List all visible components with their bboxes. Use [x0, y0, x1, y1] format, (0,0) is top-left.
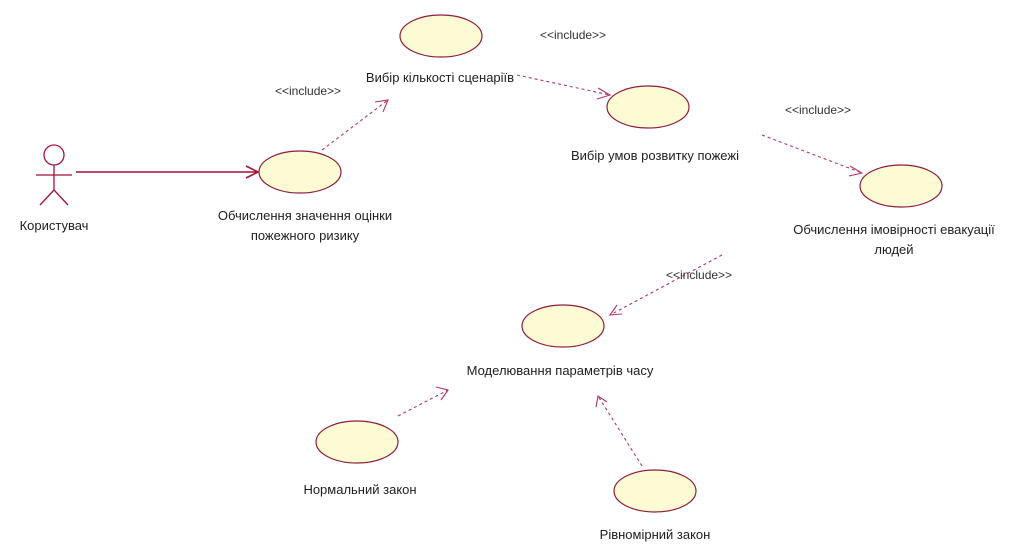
- generalization-normal-to-time: [397, 386, 449, 417]
- stereotype-include-scenario-conditions: <<include>>: [540, 28, 607, 42]
- use-case-fire-conditions-shape[interactable]: [606, 85, 690, 129]
- include-scenario-to-conditions: [516, 74, 612, 100]
- include-risk-to-scenario: [321, 99, 389, 151]
- use-case-time-params-shape[interactable]: [521, 304, 605, 348]
- use-case-risk-label-line1: Обчислення значення оцінки: [217, 208, 393, 223]
- stereotype-include-evacuation-time: <<include>>: [666, 268, 733, 282]
- use-case-evacuation-label-line2: людей: [874, 242, 914, 257]
- association-user-risk: [76, 165, 260, 179]
- use-case-time-params-label: Моделювання параметрів часу: [466, 363, 654, 378]
- actor-user-label: Користувач: [19, 218, 89, 233]
- use-case-normal-law-shape[interactable]: [315, 420, 399, 464]
- generalization-uniform-to-time: [595, 395, 643, 467]
- include-conditions-to-evacuation: [761, 134, 864, 177]
- use-case-risk-label-line2: пожежного ризику: [250, 228, 360, 243]
- stereotype-include-conditions-evacuation: <<include>>: [785, 103, 852, 117]
- actor-right-leg: [53, 189, 69, 206]
- use-case-evacuation-label-line1: Обчислення імовірності евакуації: [793, 222, 995, 237]
- stereotype-include-risk-scenario: <<include>>: [275, 84, 342, 98]
- use-case-risk-shape[interactable]: [258, 150, 342, 194]
- actor-head: [43, 144, 65, 166]
- use-case-uniform-law-label: Рівномірний закон: [599, 527, 711, 542]
- use-case-evacuation-shape[interactable]: [859, 164, 943, 208]
- use-case-uniform-law-shape[interactable]: [613, 469, 697, 513]
- use-case-normal-law-label: Нормальний закон: [303, 482, 417, 497]
- use-case-fire-conditions-label: Вибір умов розвитку пожежі: [571, 148, 739, 163]
- actor-left-leg: [39, 189, 55, 206]
- use-case-scenario-count-label: Вибір кількості сценаріїв: [365, 70, 515, 85]
- use-case-scenario-count-shape[interactable]: [399, 14, 483, 58]
- include-evacuation-to-time: [608, 254, 723, 316]
- actor-user-figure[interactable]: [36, 144, 72, 206]
